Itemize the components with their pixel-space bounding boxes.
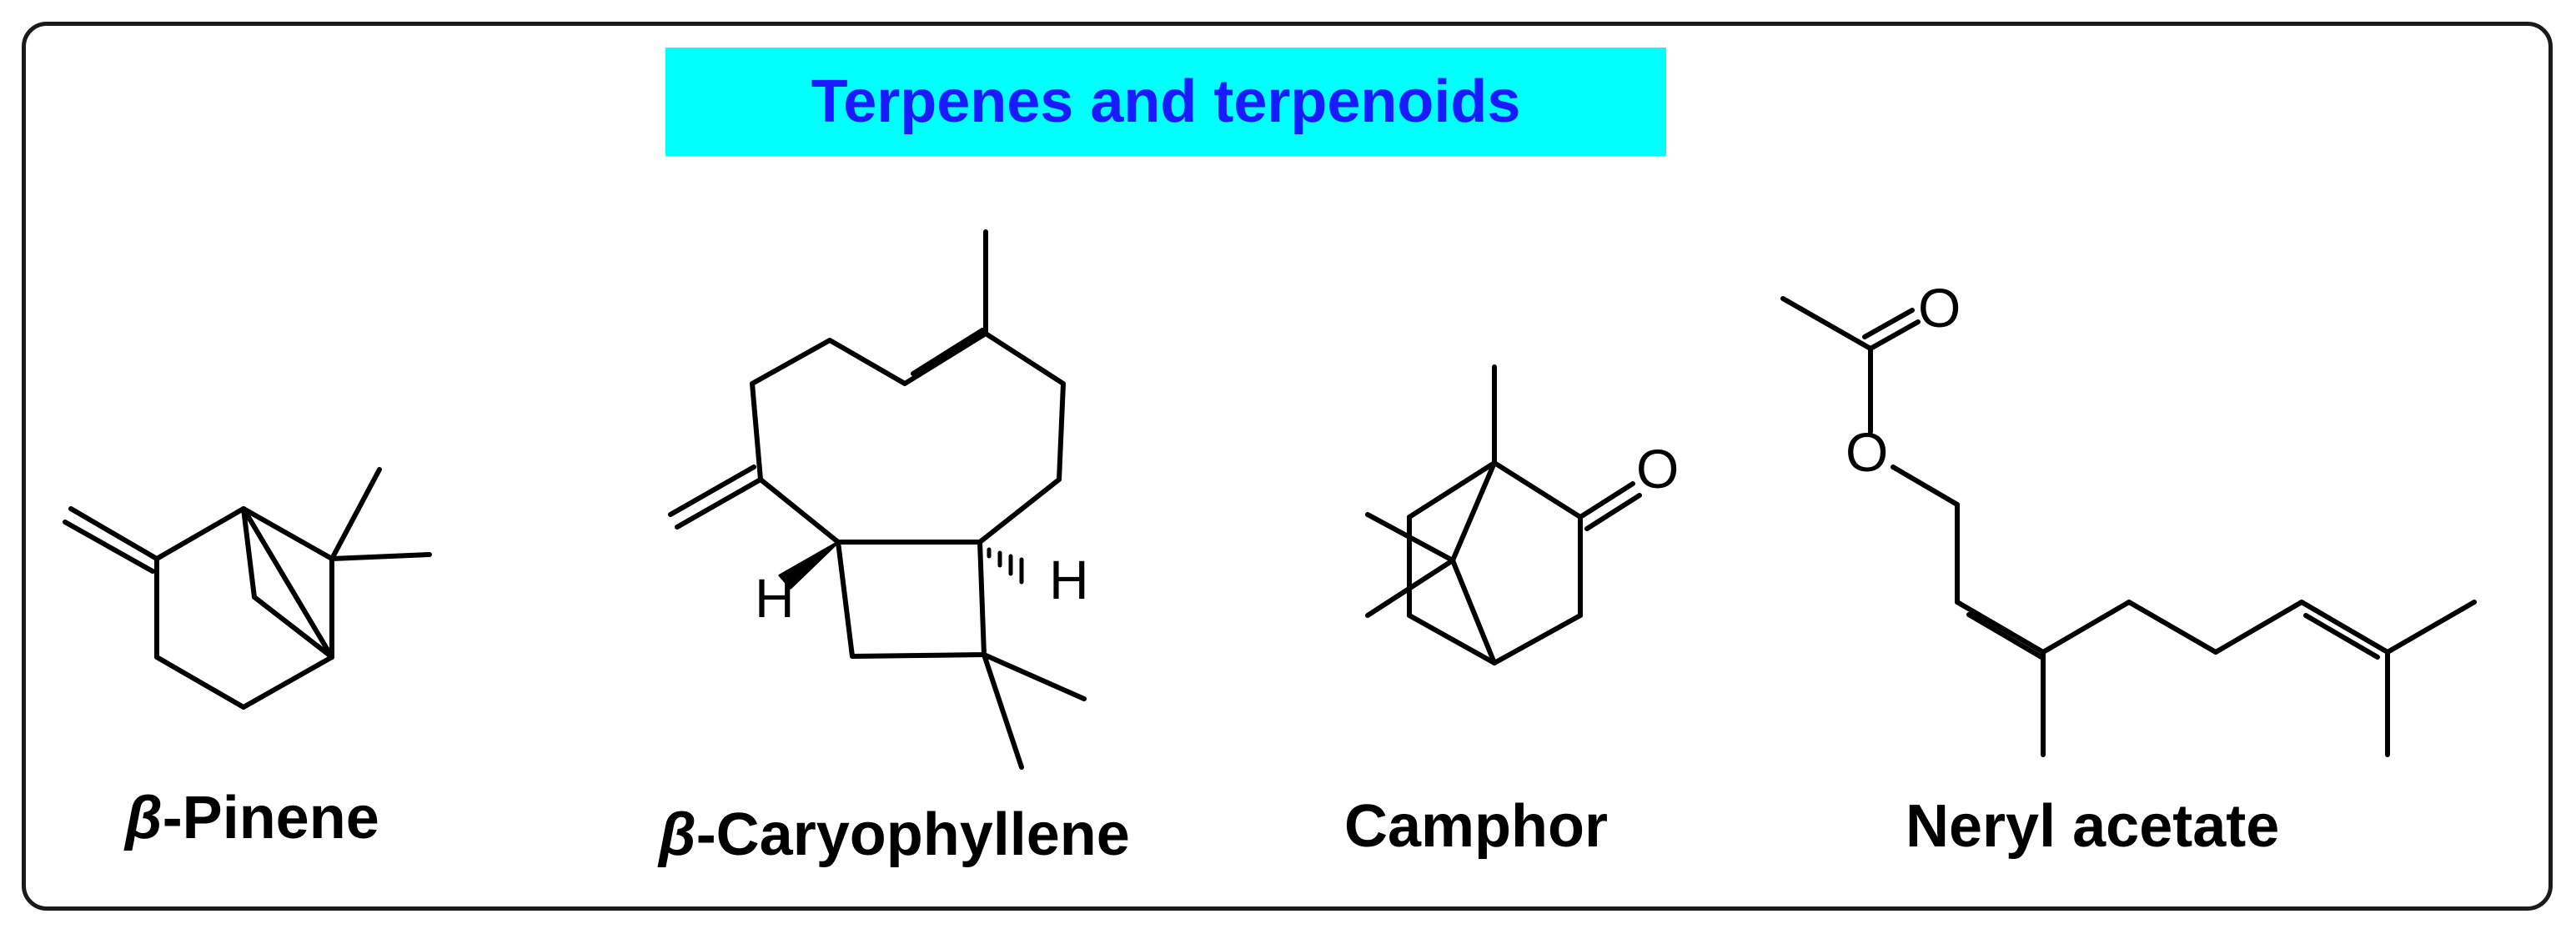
figure-frame — [22, 22, 2553, 911]
compound-label-beta-pinene: β-Pinene — [125, 785, 379, 851]
compound-label-camphor: Camphor — [1344, 793, 1609, 860]
beta-pinene-structure — [63, 467, 432, 710]
camphor-structure — [1365, 364, 1642, 665]
hydrogen-label-left: H — [755, 567, 795, 629]
carbonyl-oxygen-label: O — [1918, 277, 1961, 339]
camphor-oxygen-label: O — [1636, 438, 1679, 500]
hydrogen-label-right: H — [1049, 549, 1089, 610]
ester-oxygen-label: O — [1845, 421, 1888, 483]
beta-caryophyllene-structure — [668, 229, 1087, 770]
figure-title: Terpenes and terpenoids — [811, 68, 1521, 135]
compound-label-beta-caryophyllene: β-Caryophyllene — [659, 801, 1130, 868]
neryl-acetate-structure — [1780, 296, 2477, 757]
title-banner: Terpenes and terpenoids — [665, 48, 1666, 156]
solid-wedge-bond — [778, 540, 840, 590]
compound-label-neryl-acetate: Neryl acetate — [1906, 793, 2280, 860]
